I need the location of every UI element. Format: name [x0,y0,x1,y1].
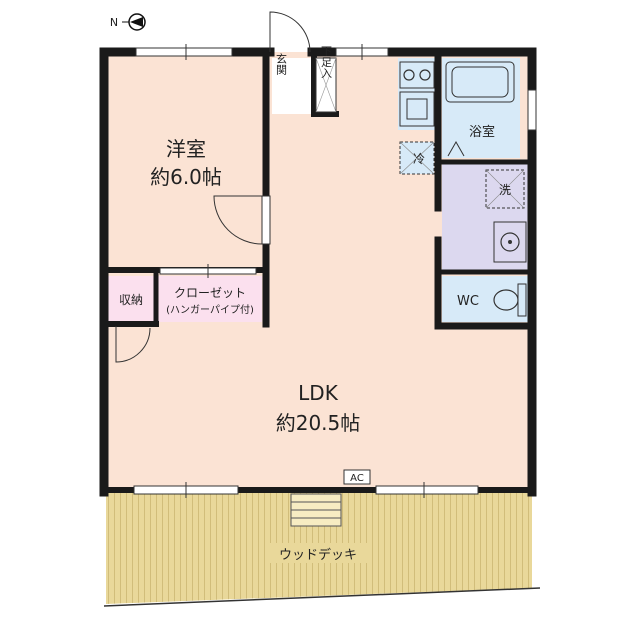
washer-space: 洗 [485,169,525,209]
entrance-label: 玄関 [275,52,288,75]
closet-floor [158,276,262,322]
shoe-storage: 下足入 [315,46,337,113]
storage-label: 収納 [119,293,143,307]
north-compass: N [110,13,146,31]
bathtub [445,61,515,103]
western-room-size: 約6.0帖 [150,165,222,189]
entrance-floor [272,58,314,114]
ac-label: AC [350,473,364,484]
compass-arrow-icon [130,17,143,27]
ac-unit: AC [343,469,371,485]
deck-label: ウッドデッキ [279,547,357,563]
toilet [493,283,527,317]
entrance-door [269,11,311,53]
wood-deck: ウッドデッキ [103,492,541,607]
washer-label: 洗 [499,183,511,197]
western-room-name: 洋室 [166,137,206,161]
kitchen-stove [399,61,435,89]
wash-basin [493,221,527,263]
wc-floor [442,276,528,322]
shoe-storage-label: 下足入 [320,46,333,79]
ldk-name: LDK [298,381,339,405]
fridge-space: 冷 [399,141,435,175]
compass-label: N [110,16,118,29]
windows [133,44,537,498]
fridge-label: 冷 [413,152,425,166]
storage-floor [108,276,154,322]
deck-steps [290,493,342,527]
bath-label: 浴室 [469,124,495,140]
bath-door-icon [447,140,465,157]
wc-label: WC [457,294,479,309]
closet-label: クローゼット [174,286,246,300]
deck-label-bg [268,543,368,563]
deck-edge [103,587,541,607]
closet-note: (ハンガーパイプ付) [166,303,254,316]
storage-door [115,326,151,363]
western-room-door [213,195,263,245]
kitchen-sink [399,91,435,127]
ldk-size: 約20.5帖 [276,411,361,435]
